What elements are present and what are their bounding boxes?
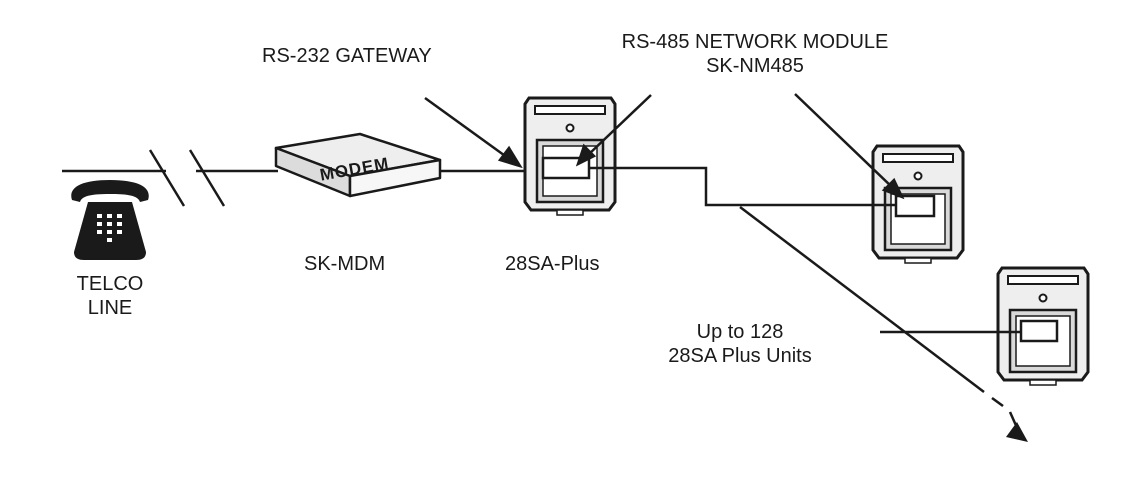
units-count-line2: 28SA Plus Units xyxy=(668,345,812,367)
telco-label-line1: TELCO xyxy=(76,273,144,295)
units-count-label: Up to 128 28SA Plus Units xyxy=(655,320,825,368)
rs485-module-title: RS-485 NETWORK MODULE xyxy=(621,31,889,53)
network-module-2 xyxy=(894,194,936,218)
rs485-module-part: SK-NM485 xyxy=(706,55,804,77)
telco-label-line2: LINE xyxy=(87,297,133,319)
pointer-arrows xyxy=(424,93,905,200)
telco-line xyxy=(62,149,278,207)
sk-mdm-label: SK-MDM xyxy=(304,253,386,275)
arrow-shaft xyxy=(1008,411,1020,431)
unit-28sa-label: 28SA-Plus xyxy=(505,253,600,275)
arrowhead-icon xyxy=(1006,422,1028,442)
controller-unit-main xyxy=(523,96,617,217)
rs232-gateway-label: RS-232 GATEWAY xyxy=(262,45,432,67)
telephone-icon xyxy=(71,180,149,260)
telco-line-label: TELCO LINE xyxy=(60,272,160,320)
rs485-bus xyxy=(589,166,1021,408)
units-count-line1: Up to 128 xyxy=(696,321,784,343)
modem-icon xyxy=(274,132,442,198)
network-module-3 xyxy=(1019,319,1059,343)
rs485-module-label: RS-485 NETWORK MODULE SK-NM485 xyxy=(585,30,925,78)
